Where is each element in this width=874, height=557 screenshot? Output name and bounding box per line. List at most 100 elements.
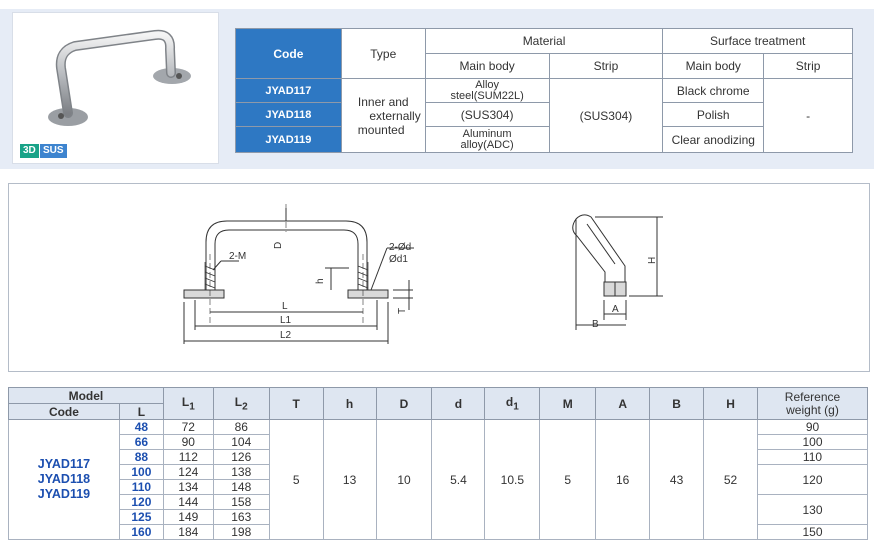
dims-h: 13 xyxy=(322,419,377,540)
label-L2: L2 xyxy=(280,330,292,341)
dims-l2-5: 158 xyxy=(212,494,270,510)
dims-header-t: T xyxy=(268,387,324,420)
side-view-labels: H A B xyxy=(592,257,658,330)
handle-photo-illustration xyxy=(48,29,191,126)
dims-l1-0: 72 xyxy=(162,419,214,435)
spec-header-type: Type xyxy=(340,28,426,79)
3d-badge: 3D xyxy=(20,144,39,158)
right-foot xyxy=(347,289,389,299)
dims-l-1: 66 xyxy=(118,434,164,450)
label-L: L xyxy=(282,301,288,312)
side-view xyxy=(572,214,663,330)
handle-bar xyxy=(57,31,175,117)
spec-material-strip: (SUS304) xyxy=(548,78,664,153)
dims-d1: 10.5 xyxy=(484,419,541,540)
spec-code-1: JYAD117 xyxy=(235,78,342,103)
dims-header-code: Code xyxy=(8,403,120,420)
technical-drawing-panel: 2-M 2-Ød Ød1 D h T L L1 L2 xyxy=(8,183,870,372)
label-D: D xyxy=(273,242,284,249)
dims-l2-1: 104 xyxy=(212,434,270,450)
dims-l1-4: 134 xyxy=(162,479,214,495)
dims-header-a: A xyxy=(595,387,651,420)
dims-l-0: 48 xyxy=(118,419,164,435)
dims-weight-2: 110 xyxy=(756,449,869,465)
spec-header-material-main: Main body xyxy=(424,53,550,79)
dims-l1-2: 112 xyxy=(162,449,214,465)
dims-l2-6: 163 xyxy=(212,509,270,525)
dimension-table: Model L1 L2 T h D d d1 M A B H Reference… xyxy=(8,387,869,540)
spec-type-value: Inner and externally mounted xyxy=(340,78,426,153)
dims-l-4: 110 xyxy=(118,479,164,495)
dims-weight-5: 150 xyxy=(756,524,869,540)
dims-l2-2: 126 xyxy=(212,449,270,465)
dims-header-d: d xyxy=(431,387,486,420)
dims-l2-0: 86 xyxy=(212,419,270,435)
dims-l1-5: 144 xyxy=(162,494,214,510)
dims-header-model: Model xyxy=(8,387,164,404)
spec-surface-main-1: Black chrome xyxy=(662,78,765,103)
dims-l1-1: 90 xyxy=(162,434,214,450)
dims-l1-6: 149 xyxy=(162,509,214,525)
label-T: T xyxy=(397,308,408,314)
sus-badge: SUS xyxy=(40,144,67,158)
spec-table: Code Type Material Surface treatment Mai… xyxy=(235,28,853,153)
dims-header-m: M xyxy=(539,387,597,420)
dims-l-2: 88 xyxy=(118,449,164,465)
spec-surface-strip: - xyxy=(763,78,853,153)
dims-H: 52 xyxy=(703,419,758,540)
label-2d: 2-Ød xyxy=(389,242,411,253)
spec-header-material-strip: Strip xyxy=(548,53,664,79)
dims-header-b: B xyxy=(649,387,705,420)
label-h: h xyxy=(315,278,326,284)
technical-drawing: 2-M 2-Ød Ød1 D h T L L1 L2 xyxy=(183,204,663,344)
dims-header-l2: L2 xyxy=(212,387,270,420)
label-B: B xyxy=(592,319,599,330)
dims-header-l1: L1 xyxy=(162,387,214,420)
dims-l2-3: 138 xyxy=(212,464,270,480)
spec-surface-main-2: Polish xyxy=(662,102,765,127)
dims-weight-1: 100 xyxy=(756,434,869,450)
spec-header-surface-strip: Strip xyxy=(763,53,853,79)
product-photo: 3D SUS xyxy=(12,12,219,164)
dims-l-6: 125 xyxy=(118,509,164,525)
dims-D: 10 xyxy=(375,419,433,540)
dims-header-l: L xyxy=(118,403,164,420)
spec-header-code: Code xyxy=(235,28,342,79)
spec-header-surface: Surface treatment xyxy=(662,28,853,54)
dims-header-d1: d1 xyxy=(484,387,541,420)
dims-weight-0: 90 xyxy=(756,419,869,435)
spec-material-main-2: (SUS304) xyxy=(424,102,550,127)
dims-a: 16 xyxy=(595,419,651,540)
dims-header-D: D xyxy=(375,387,433,420)
label-A: A xyxy=(612,304,619,315)
spec-code-2: JYAD118 xyxy=(235,102,342,127)
dims-t: 5 xyxy=(268,419,324,540)
dims-l-5: 120 xyxy=(118,494,164,510)
dims-l2-7: 198 xyxy=(212,524,270,540)
label-L1: L1 xyxy=(280,315,292,326)
label-d1: Ød1 xyxy=(389,254,408,265)
label-H: H xyxy=(647,257,658,264)
spec-header-surface-main: Main body xyxy=(662,53,765,79)
dims-d: 5.4 xyxy=(431,419,486,540)
dims-b: 43 xyxy=(649,419,705,540)
dims-m: 5 xyxy=(539,419,597,540)
dims-l1-3: 124 xyxy=(162,464,214,480)
left-foot xyxy=(183,289,225,299)
dims-weight-3: 120 xyxy=(756,464,869,495)
dims-l2-4: 148 xyxy=(212,479,270,495)
spec-surface-main-3: Clear anodizing xyxy=(662,126,765,153)
front-view xyxy=(183,204,414,344)
spec-header-material: Material xyxy=(424,28,664,54)
front-view-labels: 2-M 2-Ød Ød1 D h T L L1 L2 xyxy=(229,242,411,341)
dims-l-3: 100 xyxy=(118,464,164,480)
spec-code-3: JYAD119 xyxy=(235,126,342,153)
dims-weight-4: 130 xyxy=(756,494,869,525)
dims-header-H: H xyxy=(703,387,758,420)
dims-l-7: 160 xyxy=(118,524,164,540)
label-2m: 2-M xyxy=(229,251,246,262)
